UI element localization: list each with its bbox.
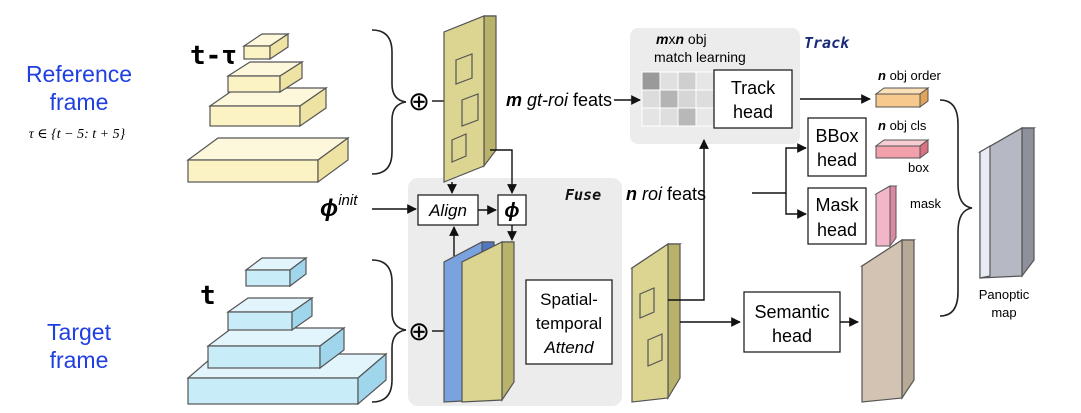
track-head-line1: Track: [731, 78, 776, 98]
track-head-box: [713, 69, 793, 129]
track-head-line2: head: [733, 102, 773, 122]
mask-head-line2: head: [817, 220, 857, 240]
attend-line2: temporal: [536, 314, 602, 333]
match-learning-line1: mxn obj: [656, 31, 707, 47]
obj-order-block: [874, 87, 930, 108]
target-level-2: [226, 296, 314, 332]
fuse-section-title: Fuse: [565, 186, 601, 204]
roi-to-mask-arrow: [785, 193, 807, 219]
attended-map-to-roi-line: [668, 139, 709, 301]
roi-feats-label: n roi feats: [626, 184, 706, 204]
ref-level-1: [242, 32, 290, 61]
output-brace: [939, 99, 973, 317]
mask-head-line1: Mask: [815, 195, 859, 215]
ref-map-to-phi-arrow: [490, 149, 517, 194]
match-matrix: [641, 71, 715, 127]
tau-range-label: τ ∈ {t − 5: t + 5}: [29, 127, 126, 142]
align-label: Align: [428, 201, 467, 220]
obj-cls-label: n obj cls: [878, 118, 927, 133]
panoptic-map: [977, 126, 1037, 279]
target-frame-label-line1: Target: [47, 319, 112, 345]
reference-time-label: t-τ: [190, 41, 237, 71]
bbox-head-line1: BBox: [815, 126, 858, 146]
gt-roi-feats-label: m gt-roi feats: [506, 90, 612, 110]
panoptic-label-line2: map: [991, 305, 1016, 320]
ref-level-3: [208, 86, 328, 128]
ref-level-4: [186, 136, 350, 184]
reference-feature-pyramid: [186, 32, 350, 184]
mask-output-block: [874, 185, 898, 248]
semantic-head-line2: head: [772, 326, 812, 346]
target-sum-symbol: ⊕: [408, 316, 430, 346]
target-frame-label-line2: frame: [50, 347, 109, 373]
reference-frame-label-line1: Reference: [26, 61, 132, 87]
phi-label: ϕ: [504, 200, 519, 222]
reference-feature-map: [443, 15, 497, 183]
attend-line1: Spatial-: [540, 290, 598, 309]
roi-to-bbox-arrow: [752, 143, 807, 194]
target-level-1: [244, 256, 308, 288]
obj-cls-block: [874, 139, 930, 159]
mask-label: mask: [910, 196, 942, 211]
target-brace: [371, 259, 407, 403]
bbox-head-line2: head: [817, 150, 857, 170]
panoptic-label-line1: Panoptic: [979, 287, 1030, 302]
box-label: box: [908, 160, 929, 175]
align-box: [417, 194, 479, 226]
target-feature-maps: [443, 241, 515, 403]
target-feature-pyramid: [186, 256, 388, 406]
track-section-title: Track: [804, 34, 850, 52]
reference-brace: [371, 29, 407, 175]
target-time-label: t: [200, 281, 216, 311]
semantic-head-box: [743, 291, 841, 353]
semantic-head-line1: Semantic: [754, 302, 829, 322]
phi-box: [497, 194, 527, 226]
reference-sum-symbol: ⊕: [408, 86, 430, 116]
attend-line3: Attend: [543, 338, 594, 357]
mask-head-box: [807, 187, 867, 245]
match-learning-line2: match learning: [654, 49, 746, 65]
attend-box: [525, 279, 613, 365]
obj-order-label: n obj order: [878, 68, 942, 83]
bbox-head-box: [807, 117, 867, 177]
reference-frame-label-line2: frame: [50, 89, 109, 115]
target-level-3: [206, 326, 346, 370]
attended-feature-map: [630, 242, 682, 403]
phi-init-label: ϕinit: [320, 192, 358, 222]
semantic-output-map: [859, 238, 917, 403]
ref-level-2: [225, 60, 305, 94]
